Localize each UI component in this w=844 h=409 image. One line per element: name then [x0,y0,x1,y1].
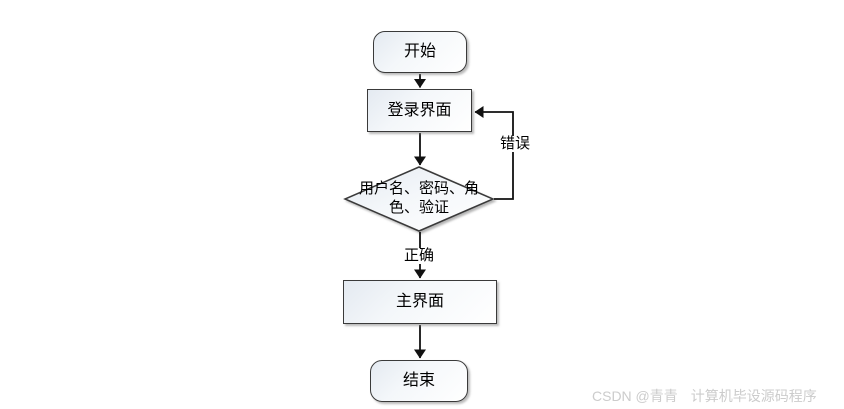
decision-label-line2: 色、验证 [388,200,449,216]
watermark-suffix: 计算机毕设源码程序 [690,388,817,404]
decision-node-label: 用户名、密码、角 色、验证 [357,180,481,218]
start-node: 开始 [373,31,467,73]
main-node-label: 主界面 [395,293,444,310]
decision-diamond [343,166,495,232]
error-loop-connector [474,106,514,200]
watermark-author: CSDN @青青 [592,388,678,404]
end-node-label: 结束 [402,372,435,389]
error-edge-label: 错误 [499,136,532,152]
watermark: CSDN @青青计算机毕设源码程序 [592,386,817,406]
login-node-label: 登录界面 [387,101,452,119]
login-node: 登录界面 [367,89,472,132]
decision-label-line1: 用户名、密码、角 [358,181,479,197]
main-node: 主界面 [343,280,497,324]
correct-edge-label: 正确 [403,248,436,264]
end-node: 结束 [370,360,468,402]
start-node-label: 开始 [403,43,436,60]
